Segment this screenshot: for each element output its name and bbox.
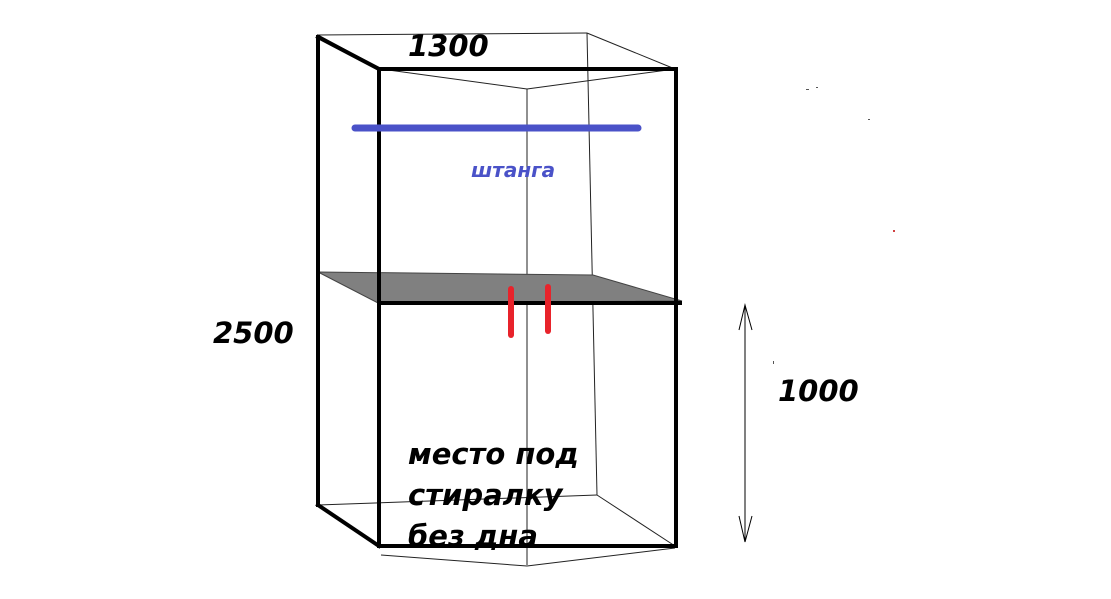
rod-label: штанга <box>471 158 556 182</box>
bottom-inner-left-edge <box>380 554 528 567</box>
speck <box>816 87 818 88</box>
section-height-label: 1000 <box>778 374 859 408</box>
speck <box>893 230 895 232</box>
stray-specks <box>773 87 895 364</box>
back-right-vertical-edge <box>586 32 598 496</box>
speck <box>806 89 809 90</box>
height-dimension-arrow <box>738 303 753 543</box>
note-line-2: стиралку <box>408 478 563 512</box>
cabinet-outline <box>315 34 682 549</box>
top-inner-left-edge <box>380 68 528 90</box>
top-inner-right-edge <box>526 68 676 90</box>
front-frame <box>377 67 678 548</box>
width-dimension-label: 1300 <box>408 29 489 63</box>
speck <box>773 361 774 364</box>
bottom-back-edge <box>317 494 598 506</box>
arrowhead-down-icon <box>738 515 753 543</box>
washer-space-note: место под стиралку без дна <box>408 434 579 557</box>
shelf-supports <box>508 284 551 338</box>
note-line-3: без дна <box>408 519 538 553</box>
top-right-depth-edge <box>586 32 676 70</box>
back-top-edge <box>317 32 588 36</box>
arrowhead-up-icon <box>738 303 753 331</box>
speck <box>868 119 870 120</box>
height-dimension-label: 2500 <box>213 316 294 350</box>
shelf <box>317 271 683 304</box>
bottom-left-link <box>315 502 382 549</box>
bottom-right-depth-edge <box>596 494 676 547</box>
note-line-1: место под <box>408 437 579 471</box>
bottom-inner-right-edge <box>526 547 676 567</box>
top-left-link <box>315 34 382 72</box>
